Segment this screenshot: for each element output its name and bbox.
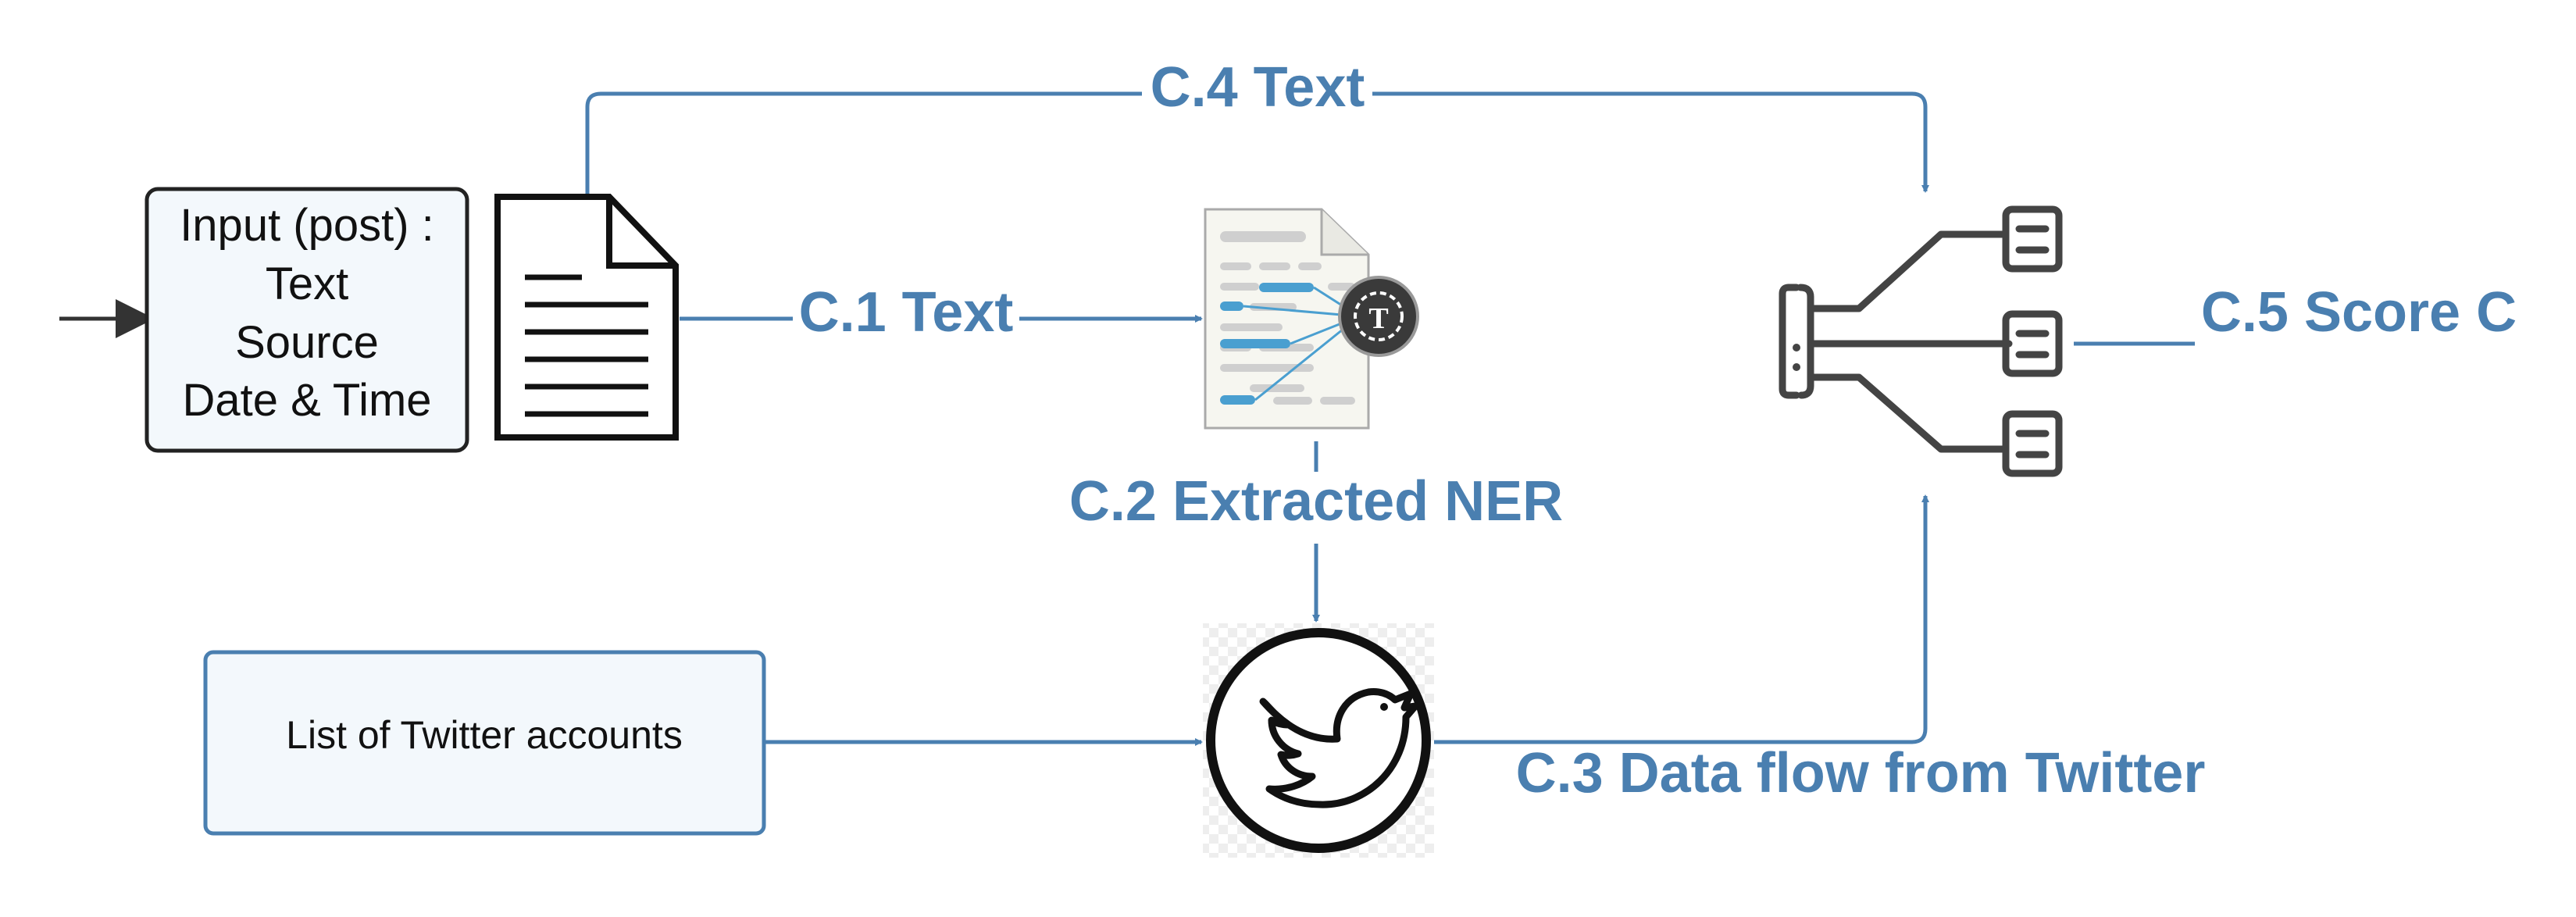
document-icon [494,194,679,441]
tree-structure-icon [1779,205,2063,477]
edge-c2-label: C.2 Extracted NER [1069,470,1563,533]
edge-lines [59,91,2195,746]
input-line-4: Date & Time [182,375,431,426]
edge-c4-line-a [585,91,1144,195]
input-line-2: Text [266,259,348,309]
ner-badge-letter: T [1368,302,1388,335]
ner-extraction-icon: T [1204,208,1419,430]
edge-c5-label: C.5 Score C [2201,281,2517,344]
accounts-label: List of Twitter accounts [286,713,683,757]
twitter-bird-icon [1203,623,1434,858]
edge-c4-line-b [1368,91,1929,193]
edge-c3-line [1433,494,1929,744]
input-line-1: Input (post) : [180,200,434,251]
edge-c4-label: C.4 Text [1151,56,1365,119]
accounts-box: List of Twitter accounts [203,650,766,836]
input-line-3: Source [235,317,379,368]
input-box: Input (post) : Text Source Date & Time [144,187,469,453]
edge-c1-label: C.1 Text [799,281,1014,344]
edge-c3-label: C.3 Data flow from Twitter [1516,742,2206,805]
